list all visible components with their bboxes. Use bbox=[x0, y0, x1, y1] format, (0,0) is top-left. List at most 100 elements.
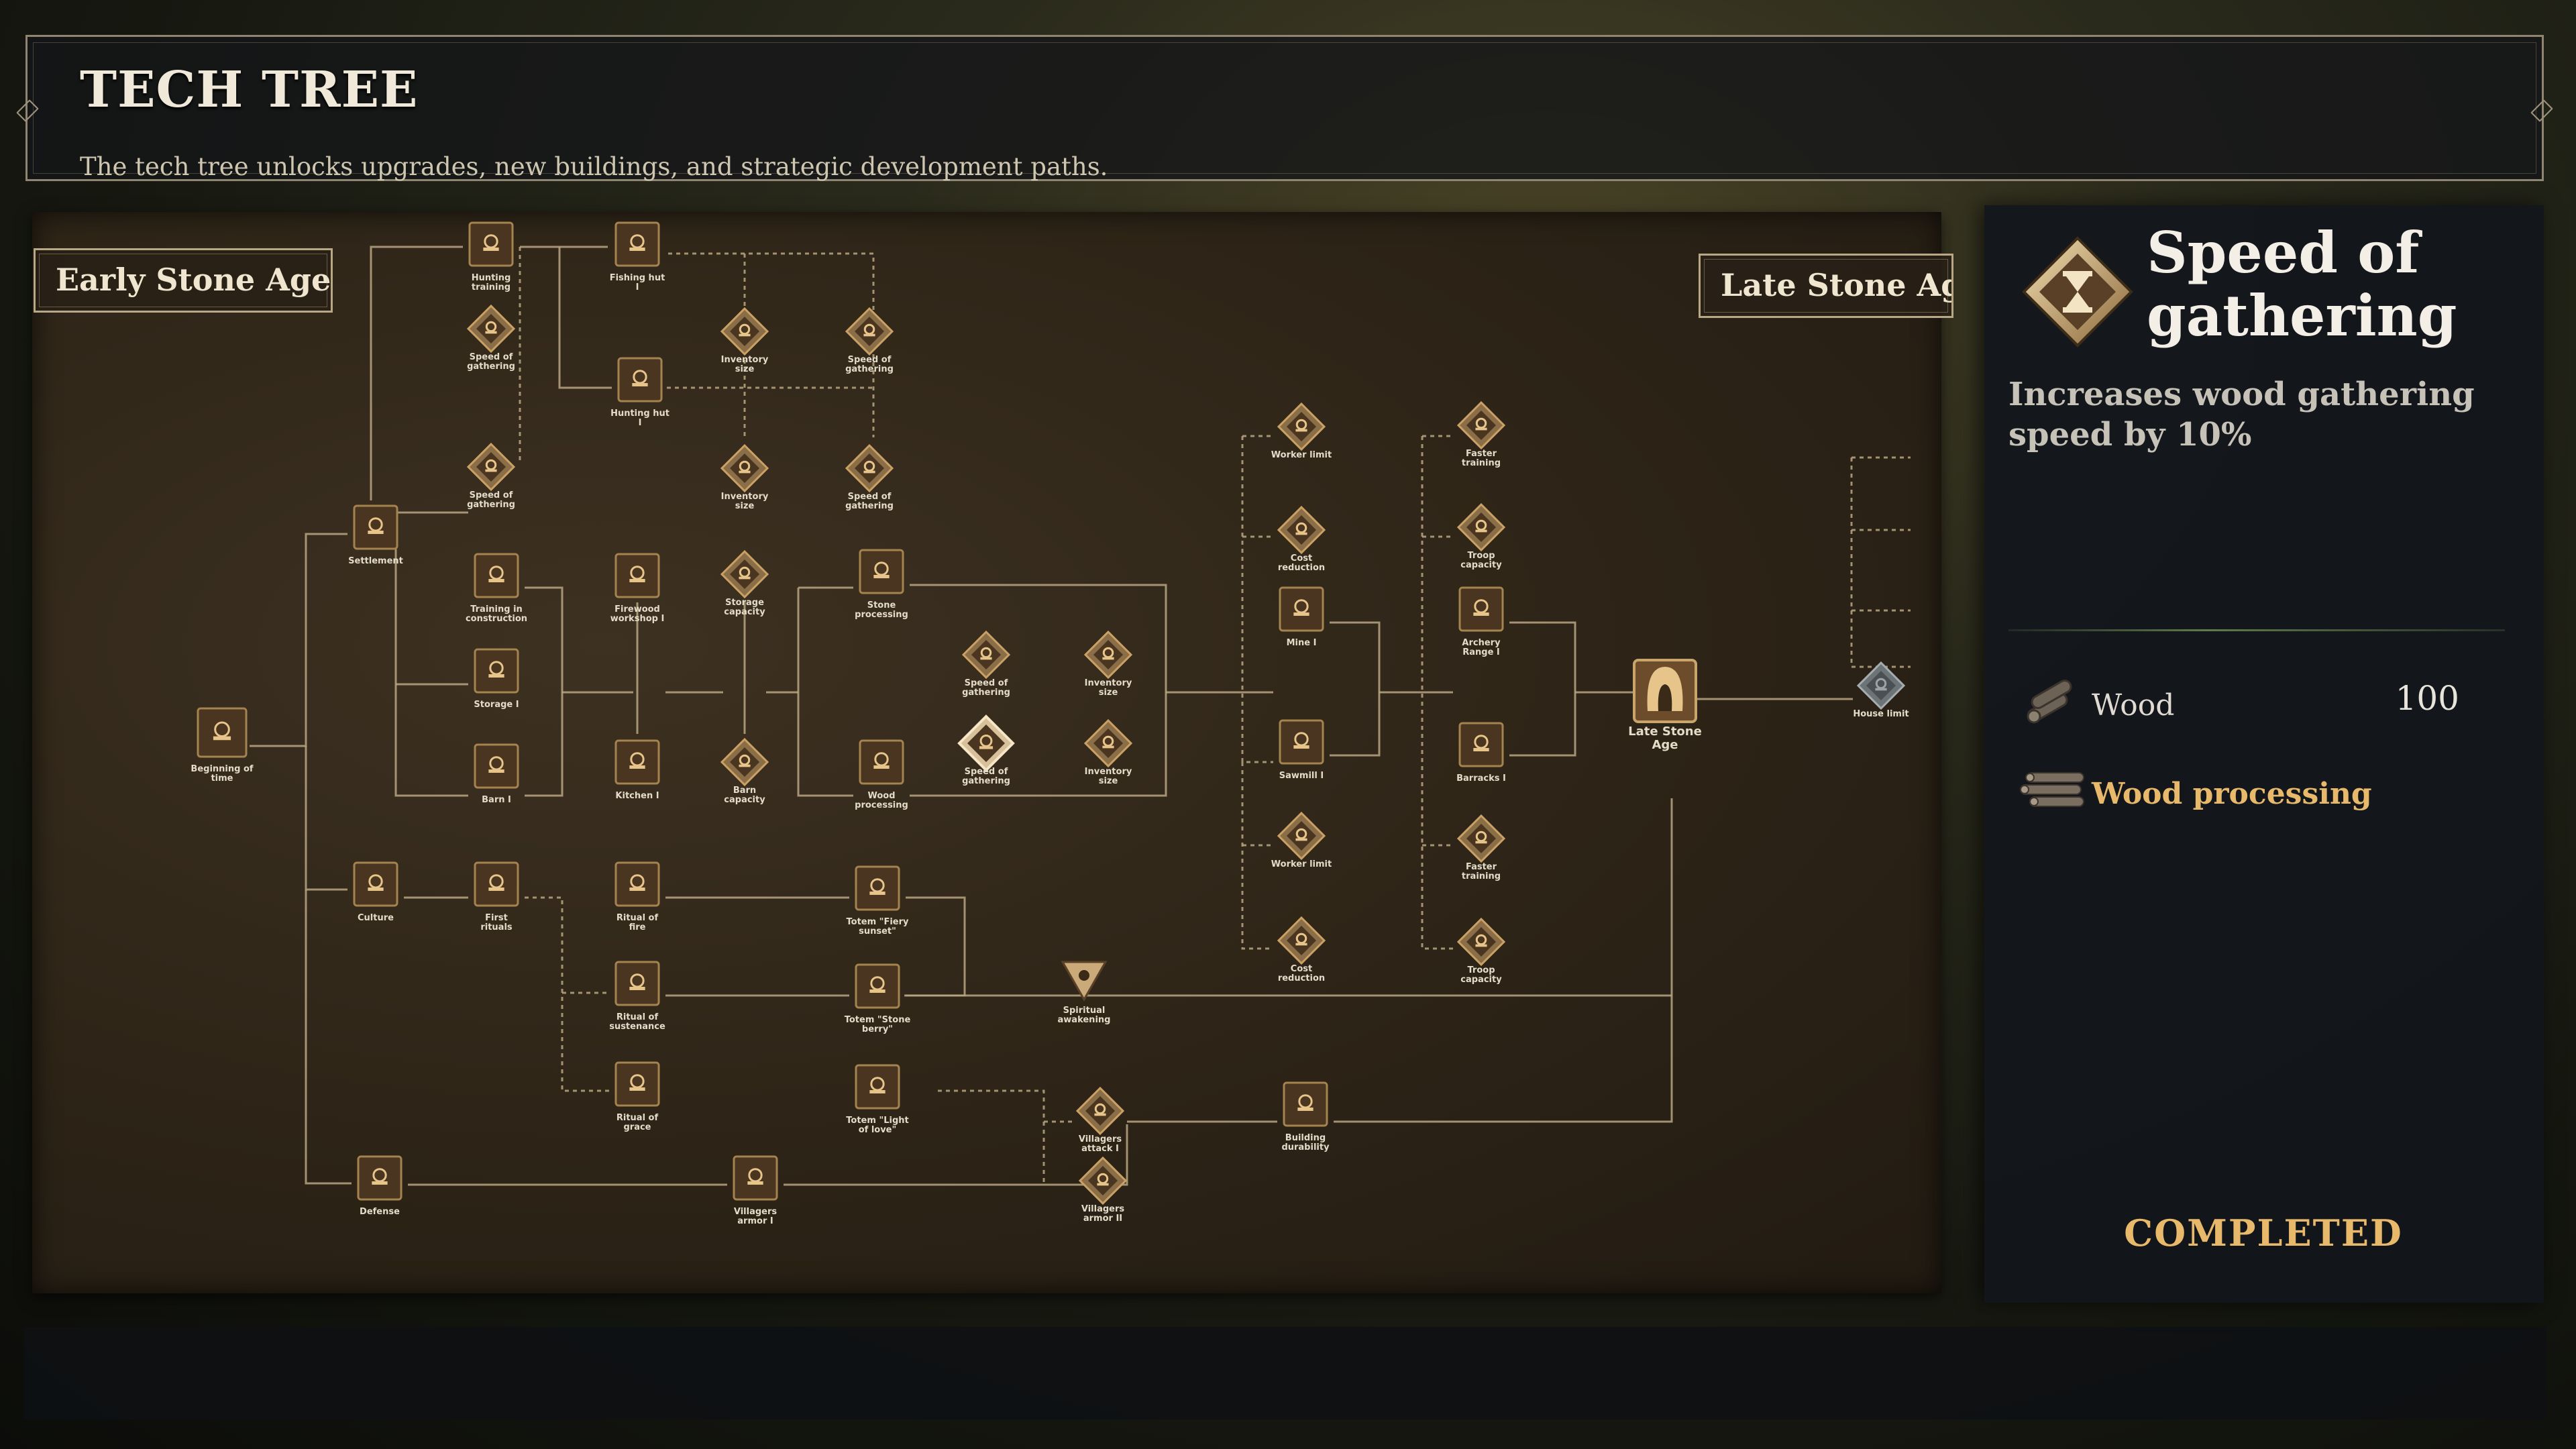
tech-node-house-limit[interactable]: House limit bbox=[1853, 661, 1909, 719]
tech-node-worker-limit-2[interactable]: Worker limit bbox=[1271, 811, 1332, 869]
storage-icon bbox=[474, 648, 519, 694]
armor-icon bbox=[1078, 1156, 1128, 1205]
hourglass-icon bbox=[845, 307, 894, 356]
tech-node-culture[interactable]: Culture bbox=[353, 861, 398, 923]
tech-node-storage[interactable]: Storage I bbox=[474, 648, 519, 710]
tech-node-label: Worker limit bbox=[1271, 450, 1332, 460]
tech-node-barracks[interactable]: Barracks I bbox=[1456, 722, 1506, 784]
status-badge: COMPLETED bbox=[2124, 1212, 2403, 1254]
tech-node-defense[interactable]: Defense bbox=[357, 1155, 402, 1217]
tech-node-kitchen[interactable]: Kitchen I bbox=[614, 739, 660, 801]
tree-connector bbox=[1509, 621, 1576, 757]
tech-node-sawmill[interactable]: Sawmill I bbox=[1279, 719, 1324, 781]
coin-icon bbox=[1277, 505, 1326, 555]
tree-connector bbox=[525, 586, 564, 797]
coin-icon bbox=[1277, 916, 1326, 965]
worker-icon bbox=[1277, 402, 1326, 451]
tech-node-worker-limit-1[interactable]: Worker limit bbox=[1271, 402, 1332, 460]
required-tech-link[interactable]: Wood processing bbox=[2092, 777, 2372, 811]
tech-node-label: Culture bbox=[358, 913, 394, 923]
tech-node-mine[interactable]: Mine I bbox=[1279, 586, 1324, 648]
era-label-early-stone-age: Early Stone Age bbox=[34, 248, 333, 313]
page-subtitle: The tech tree unlocks upgrades, new buil… bbox=[80, 152, 1108, 181]
tree-connector bbox=[1330, 621, 1381, 757]
storage-icon bbox=[720, 549, 769, 599]
tech-node-barn[interactable]: Barn I bbox=[474, 743, 519, 805]
house-icon bbox=[1856, 661, 1906, 710]
tech-node-settlement[interactable]: Settlement bbox=[348, 504, 403, 566]
hourglass-icon bbox=[1456, 814, 1506, 863]
page-title: TECH TREE bbox=[80, 61, 419, 119]
tree-connector bbox=[910, 584, 1167, 797]
hourglass-icon bbox=[1456, 400, 1506, 450]
header-right-ornament-icon bbox=[2530, 99, 2553, 122]
tree-connector bbox=[250, 533, 347, 747]
target-icon bbox=[468, 221, 514, 267]
tree-connector-dashed bbox=[525, 896, 609, 1092]
tree-connector bbox=[797, 588, 853, 797]
sack-icon bbox=[1083, 630, 1133, 680]
armor-icon bbox=[733, 1155, 778, 1201]
tree-connector bbox=[558, 247, 612, 389]
tree-connector-dashed bbox=[1241, 762, 1273, 950]
totem-icon bbox=[855, 865, 900, 911]
